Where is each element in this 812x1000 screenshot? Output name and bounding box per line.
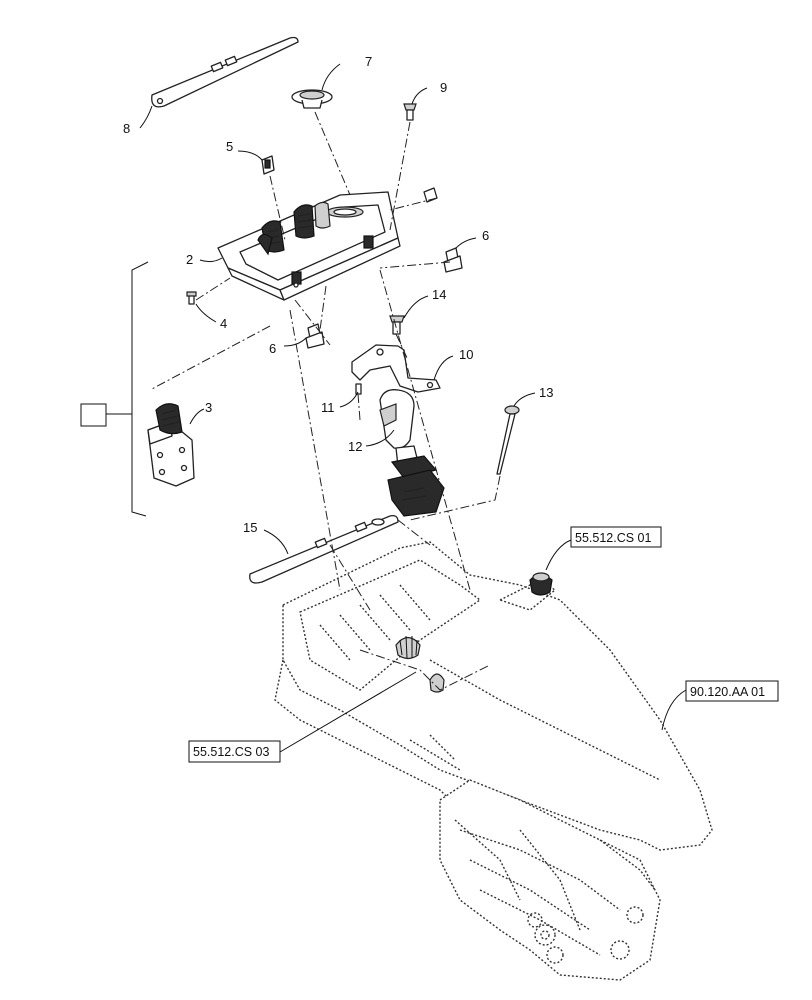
switch-knob — [529, 572, 553, 596]
callout-3: 3 — [205, 400, 212, 415]
part-13-rod — [496, 405, 520, 475]
callout-7: 7 — [365, 54, 372, 69]
part-2-control-panel — [217, 191, 401, 301]
part-10-bracket — [351, 344, 441, 393]
ref-label-55-512-cs-03[interactable]: 55.512.CS 03 — [193, 745, 269, 759]
callout-2: 2 — [186, 252, 193, 267]
part-14-bolt — [389, 315, 405, 335]
ref-label-90-120-aa-01[interactable]: 90.120.AA 01 — [690, 685, 765, 699]
part-11-screw — [355, 383, 362, 395]
callout-12: 12 — [348, 439, 362, 454]
ref-box-55-512-cs-01[interactable]: 55.512.CS 01 — [570, 526, 662, 548]
part-4-screw — [186, 291, 197, 305]
callout-9: 9 — [440, 80, 447, 95]
part-9-screw — [403, 103, 417, 121]
part-7-cap — [291, 89, 333, 109]
part-6-clip-right — [443, 247, 463, 273]
callout-8: 8 — [123, 121, 130, 136]
ref-box-item-1 — [80, 403, 107, 427]
callout-5: 5 — [226, 139, 233, 154]
callout-14: 14 — [432, 287, 446, 302]
group-bracket — [106, 261, 149, 517]
part-15-cover-strip — [249, 514, 399, 584]
callout-4: 4 — [220, 316, 227, 331]
assembly-lines — [149, 111, 501, 691]
callout-6-left: 6 — [269, 341, 276, 356]
leader-lines — [139, 63, 687, 753]
console-knob-large — [395, 635, 421, 660]
part-12-joystick — [379, 389, 445, 517]
console-base — [274, 541, 713, 981]
callout-15: 15 — [243, 520, 257, 535]
console-knob-small — [429, 673, 445, 693]
part-5-clip — [261, 155, 275, 175]
callout-11: 11 — [321, 400, 335, 415]
callout-10: 10 — [459, 347, 473, 362]
ref-box-55-512-cs-03[interactable]: 55.512.CS 03 — [188, 740, 281, 763]
part-6-clip-left — [305, 323, 325, 349]
part-8-trim-strip — [151, 36, 299, 108]
callout-13: 13 — [539, 385, 553, 400]
ref-box-90-120-aa-01[interactable]: 90.120.AA 01 — [685, 680, 779, 702]
callout-6-right: 6 — [482, 228, 489, 243]
ref-label-55-512-cs-01[interactable]: 55.512.CS 01 — [575, 531, 651, 545]
part-3-control-module — [147, 403, 195, 487]
